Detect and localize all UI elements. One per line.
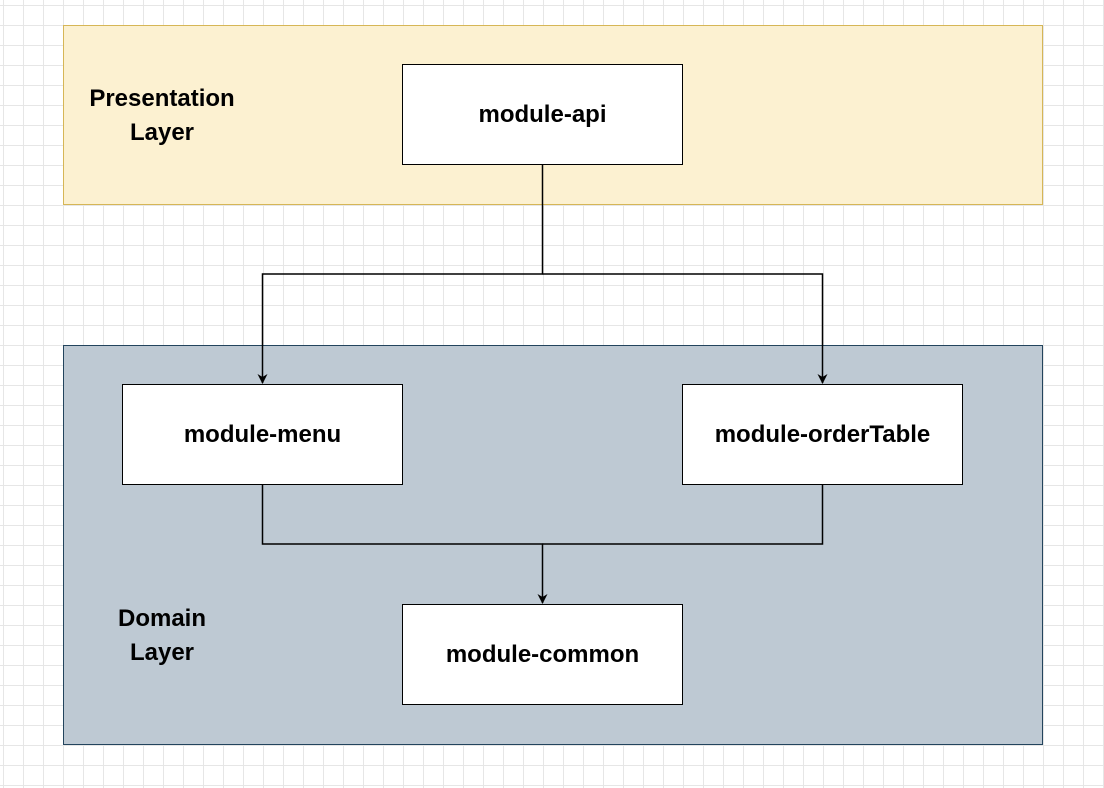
module-common-label: module-common bbox=[445, 640, 640, 668]
domain-layer-label-line1: Domain bbox=[117, 605, 206, 632]
module-order-table-box[interactable]: module-orderTable bbox=[682, 384, 963, 485]
presentation-layer-label-line1: Presentation bbox=[89, 85, 235, 112]
module-api-box[interactable]: module-api bbox=[402, 64, 683, 165]
presentation-layer-label-line2: Layer bbox=[129, 119, 195, 146]
module-common-box[interactable]: module-common bbox=[402, 604, 683, 705]
module-api-label: module-api bbox=[478, 100, 607, 128]
module-order-table-label: module-orderTable bbox=[714, 420, 931, 448]
presentation-layer-label: Presentation Layer bbox=[72, 82, 252, 150]
module-menu-label: module-menu bbox=[183, 420, 342, 448]
domain-layer-label: Domain Layer bbox=[82, 602, 242, 670]
module-menu-box[interactable]: module-menu bbox=[122, 384, 403, 485]
domain-layer-label-line2: Layer bbox=[129, 639, 195, 666]
